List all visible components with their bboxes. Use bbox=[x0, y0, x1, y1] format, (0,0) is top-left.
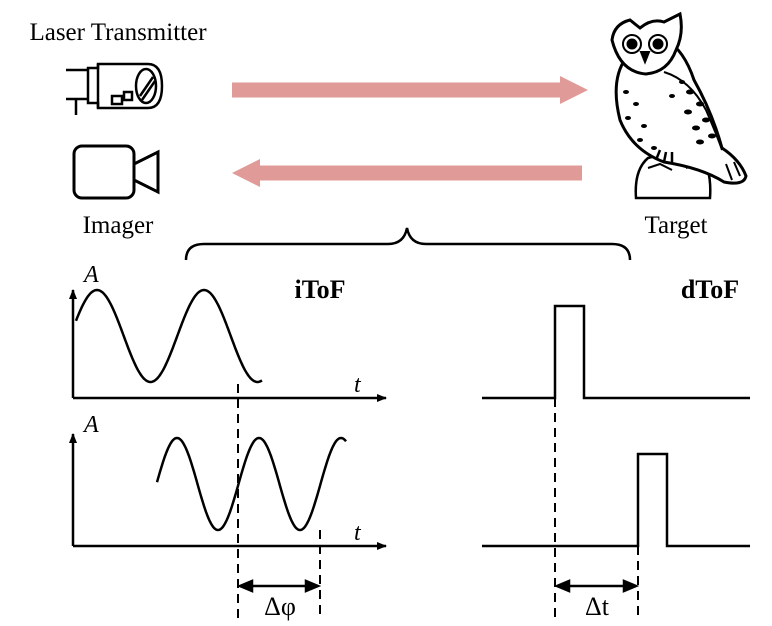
dtof-time-guides bbox=[554, 398, 639, 618]
itof-top-axes bbox=[69, 289, 387, 402]
amplitude-label-bottom: A bbox=[82, 412, 99, 438]
curly-brace bbox=[184, 227, 632, 261]
laser-transmitter-label: Laser Transmitter bbox=[29, 19, 207, 46]
time-label-top: t bbox=[354, 372, 362, 398]
reflected-beam-arrow bbox=[232, 159, 582, 187]
imager-label: Imager bbox=[83, 212, 154, 239]
phase-delta-label: Δφ bbox=[264, 592, 296, 621]
itof-bottom-axes bbox=[69, 433, 387, 550]
amplitude-label-top: A bbox=[82, 262, 99, 288]
video-camera-icon bbox=[72, 144, 160, 200]
itof-emitted-wave bbox=[74, 288, 263, 384]
itof-phase-guides bbox=[237, 384, 321, 618]
itof-received-wave bbox=[155, 436, 347, 532]
time-label-bottom: t bbox=[354, 520, 362, 546]
phase-delta-arrow bbox=[236, 579, 322, 593]
time-delta-label: Δt bbox=[585, 592, 610, 621]
itof-title: iToF bbox=[294, 275, 345, 304]
time-delta-arrow bbox=[553, 579, 640, 593]
dtof-received-pulse bbox=[482, 452, 750, 548]
dtof-title: dToF bbox=[681, 275, 739, 304]
dtof-emitted-pulse bbox=[482, 304, 750, 400]
laser-transmitter-icon bbox=[66, 62, 164, 115]
target-label: Target bbox=[644, 212, 707, 239]
emitted-beam-arrow bbox=[232, 76, 588, 104]
owl-icon bbox=[610, 11, 748, 200]
